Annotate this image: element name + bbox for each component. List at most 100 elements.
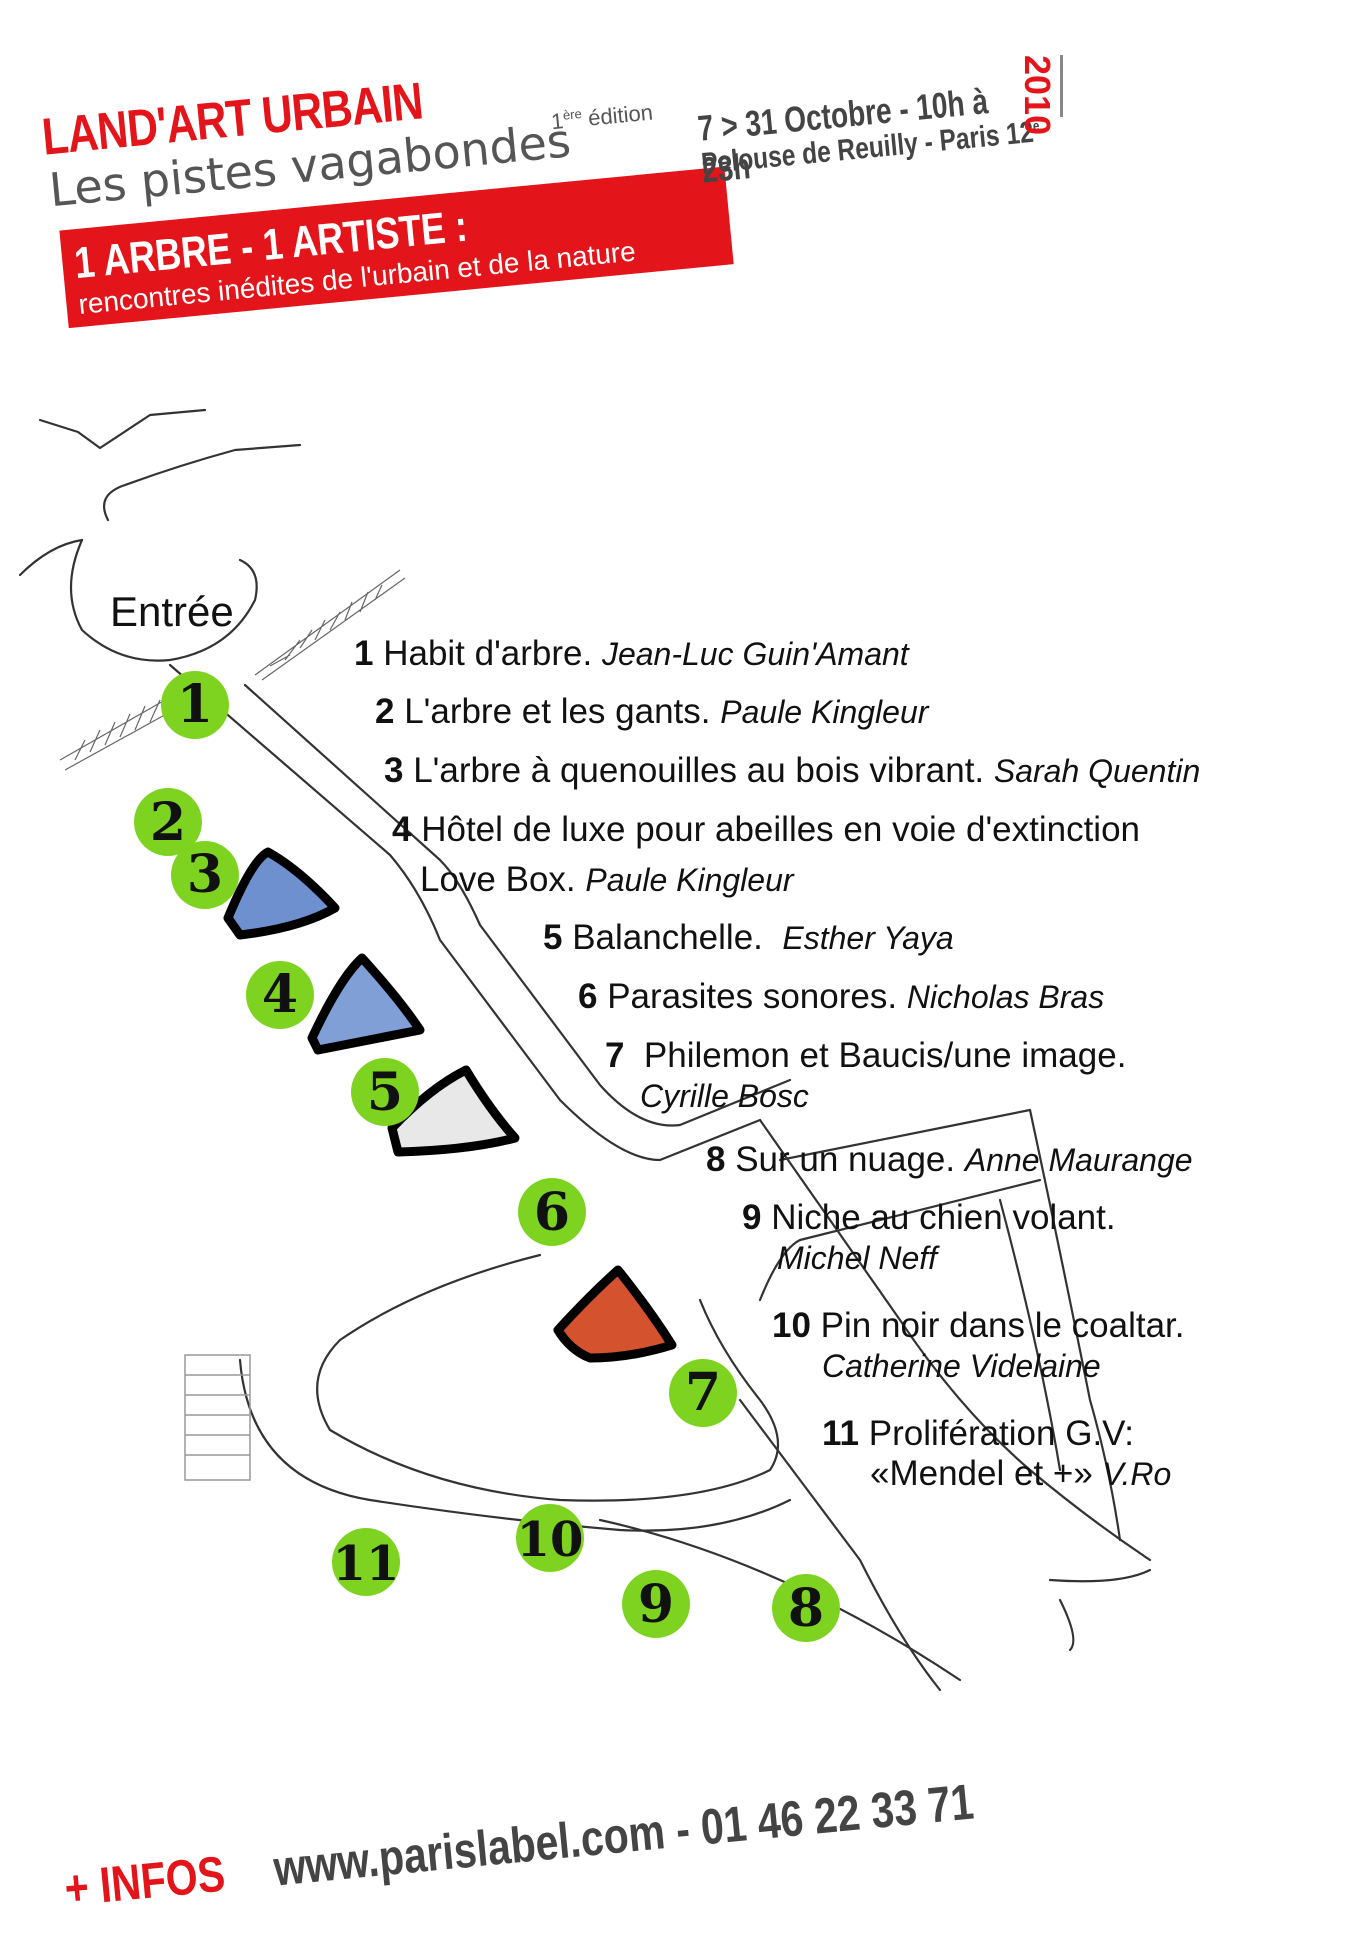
legend-item-5: 5 Balanchelle. Esther Yaya [543, 918, 954, 958]
legend-title: Habit d'arbre. [383, 634, 593, 673]
legend-artist: Paule Kingleur [720, 694, 929, 730]
map-edge-upper [103, 443, 302, 522]
legend-title: Prolifération G.V: [868, 1414, 1134, 1453]
tree-shapes [223, 847, 677, 1363]
marker-group: 1 2 3 4 5 6 7 8 9 10 11 [134, 671, 840, 1642]
track-upper [254, 569, 406, 681]
marker-9[interactable]: 9 [622, 1570, 690, 1638]
legend-item-2: 2 L'arbre et les gants. Paule Kingleur [375, 692, 928, 732]
legend-number: 6 [578, 977, 598, 1016]
main-path-left [168, 663, 762, 1162]
legend-title: Pin noir dans le coaltar. [820, 1306, 1185, 1345]
legend-number: 2 [375, 692, 395, 731]
right-road-a [758, 1118, 1152, 1562]
building-outline [184, 1354, 251, 1481]
legend-title-2: Love Box. [420, 860, 576, 900]
tree-3-shape [223, 847, 340, 940]
lower-loop-outer [316, 1253, 780, 1502]
legend-item-6: 6 Parasites sonores. Nicholas Bras [578, 977, 1104, 1017]
entrance-label: Entrée [110, 588, 234, 635]
svg-text:8: 8 [788, 1578, 824, 1639]
tree-4-shape [307, 953, 425, 1055]
legend-title: Parasites sonores. [607, 977, 898, 1016]
legend-title: L'arbre et les gants. [404, 692, 711, 731]
legend-item-1: 1 Habit d'arbre. Jean-Luc Guin'Amant [354, 634, 909, 674]
marker-3[interactable]: 3 [171, 841, 239, 909]
legend-artist: Paule Kingleur [585, 862, 794, 899]
entrance-loop [69, 538, 258, 662]
side-road-inner [998, 1198, 1062, 1472]
legend-artist: V.Ro [1102, 1456, 1172, 1493]
map-edge-top [38, 408, 207, 450]
svg-text:10: 10 [517, 1512, 584, 1568]
footer-contact: + INFOS www.parislabel.com - 01 46 22 33… [62, 1758, 1129, 1918]
park-map: 1 2 3 4 5 6 7 8 9 10 11 [18, 408, 1152, 1692]
legend-continuation: Cyrille Bosc [605, 1076, 1126, 1116]
edition-label: 1ère édition [550, 99, 654, 135]
legend-continuation: Love Box. Paule Kingleur [392, 860, 1140, 900]
entrance-road [18, 538, 84, 577]
legend-number: 5 [543, 918, 563, 957]
legend-title: Hôtel de luxe pour abeilles en voie d'ex… [421, 810, 1141, 849]
side-road-mid [798, 1178, 1042, 1242]
svg-text:5: 5 [367, 1062, 403, 1123]
legend-artist: Cyrille Bosc [640, 1078, 809, 1115]
side-road-join [758, 1238, 802, 1302]
legend-title-2: «Mendel et +» [870, 1454, 1093, 1494]
right-tick [1058, 1598, 1075, 1652]
legend-item-9: 9 Niche au chien volant. Michel Neff [742, 1198, 1116, 1279]
marker-8[interactable]: 8 [772, 1574, 840, 1642]
contact-link[interactable]: www.parislabel.com - 01 46 22 33 71 [270, 1773, 976, 1897]
legend-number: 3 [384, 751, 404, 790]
legend-number: 4 [392, 810, 412, 849]
marker-11[interactable]: 11 [332, 1528, 400, 1596]
svg-text:4: 4 [262, 964, 298, 1025]
marker-5[interactable]: 5 [351, 1058, 419, 1126]
legend-number: 10 [772, 1306, 811, 1345]
svg-text:3: 3 [187, 844, 223, 905]
track-hatching [59, 569, 406, 771]
legend-artist: Nicholas Bras [906, 979, 1105, 1015]
legend-title: Sur un nuage. [735, 1140, 956, 1179]
legend-artist: Jean-Luc Guin'Amant [601, 636, 909, 672]
legend-item-3: 3 L'arbre à quenouilles au bois vibrant.… [384, 751, 1200, 791]
legend-title: Balanchelle. [572, 918, 763, 957]
legend-number: 9 [742, 1198, 762, 1237]
marker-10[interactable]: 10 [516, 1504, 584, 1572]
side-road-right [1028, 1108, 1122, 1542]
legend-item-10: 10 Pin noir dans le coaltar. Catherine V… [772, 1306, 1185, 1387]
legend-number: 8 [706, 1140, 726, 1179]
legend-artist: Esther Yaya [782, 920, 954, 956]
legend-artist: Michel Neff [777, 1240, 938, 1277]
building-lines [185, 1374, 250, 1456]
svg-text:11: 11 [333, 1536, 400, 1592]
legend-artist: Sarah Quentin [993, 753, 1201, 789]
event-year: 2010 [1017, 55, 1058, 136]
legend-title: Niche au chien volant. [771, 1198, 1116, 1237]
legend-number: 11 [822, 1414, 859, 1453]
marker-4[interactable]: 4 [246, 961, 314, 1029]
infos-label: + INFOS [62, 1844, 239, 1917]
legend-continuation: Michel Neff [742, 1238, 1116, 1278]
svg-text:6: 6 [534, 1182, 570, 1243]
legend-artist: Anne Maurange [964, 1142, 1193, 1178]
marker-7[interactable]: 7 [669, 1359, 737, 1427]
marker-2[interactable]: 2 [134, 788, 202, 856]
legend-number: 1 [354, 634, 374, 673]
edition-word: édition [580, 99, 654, 132]
legend-item-11: 11 Prolifération G.V: «Mendel et +» V.Ro [822, 1414, 1171, 1495]
svg-text:1: 1 [177, 674, 213, 735]
svg-text:7: 7 [685, 1362, 721, 1423]
edition-sup: ère [562, 106, 583, 123]
legend-title: Philemon et Baucis/une image. [643, 1036, 1127, 1075]
right-road-b [738, 1398, 942, 1692]
map-paths [18, 408, 1152, 1692]
building [184, 1354, 251, 1481]
svg-text:2: 2 [150, 792, 186, 853]
marker-6[interactable]: 6 [518, 1178, 586, 1246]
legend-item-7: 7 Philemon et Baucis/une image. Cyrille … [605, 1036, 1126, 1117]
main-path-right [243, 683, 792, 1127]
legend-number: 7 [605, 1036, 625, 1075]
marker-1[interactable]: 1 [161, 671, 229, 739]
legend-item-4: 4 Hôtel de luxe pour abeilles en voie d'… [392, 810, 1140, 901]
